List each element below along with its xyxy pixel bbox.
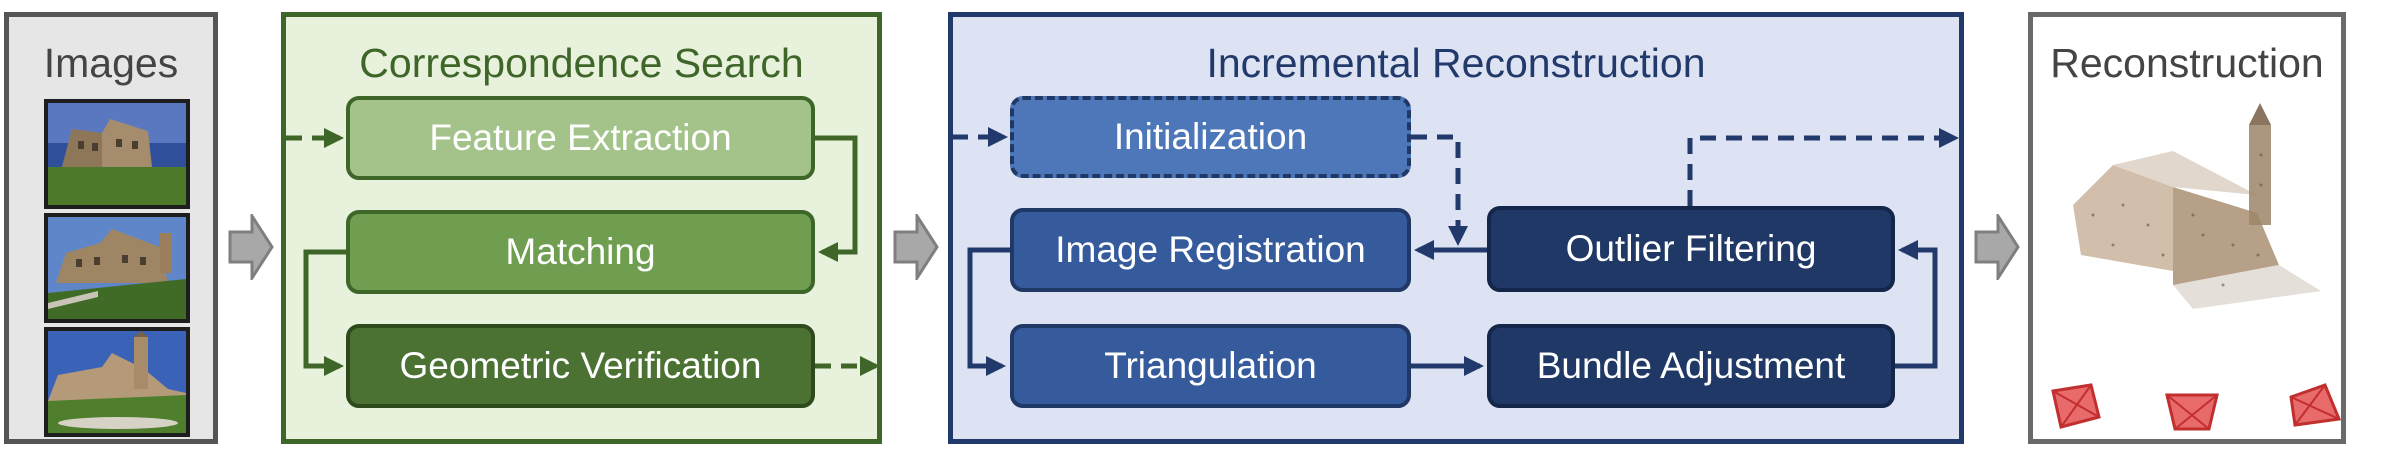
reconstruction-title: Reconstruction [2050, 40, 2324, 86]
camera-icon [2289, 383, 2342, 427]
input-image-3 [44, 327, 190, 437]
initialization-step: Initialization [1010, 96, 1411, 178]
arrow-right-icon [228, 214, 274, 280]
matching-step: Matching [346, 210, 815, 294]
incremental-reconstruction-title: Incremental Reconstruction [1206, 40, 1706, 86]
feature-extraction-step: Feature Extraction [346, 96, 815, 180]
camera-icon [2051, 383, 2101, 429]
geometric-verification-step: Geometric Verification [346, 324, 815, 408]
outlier-filtering-step: Outlier Filtering [1487, 206, 1895, 292]
camera-icon [2165, 393, 2219, 431]
point-cloud [2073, 103, 2321, 309]
image-registration-step: Image Registration [1010, 208, 1411, 292]
reconstruction-panel: Reconstruction [2028, 12, 2346, 444]
input-image-2 [44, 213, 190, 323]
triangulation-step: Triangulation [1010, 324, 1411, 408]
images-title: Images [43, 40, 179, 86]
input-image-1 [44, 99, 190, 209]
correspondence-search-title: Correspondence Search [359, 40, 804, 86]
arrow-right-icon [1974, 214, 2020, 280]
bundle-adjustment-step: Bundle Adjustment [1487, 324, 1895, 408]
images-panel: Images [4, 12, 218, 444]
arrow-right-icon [893, 214, 939, 280]
